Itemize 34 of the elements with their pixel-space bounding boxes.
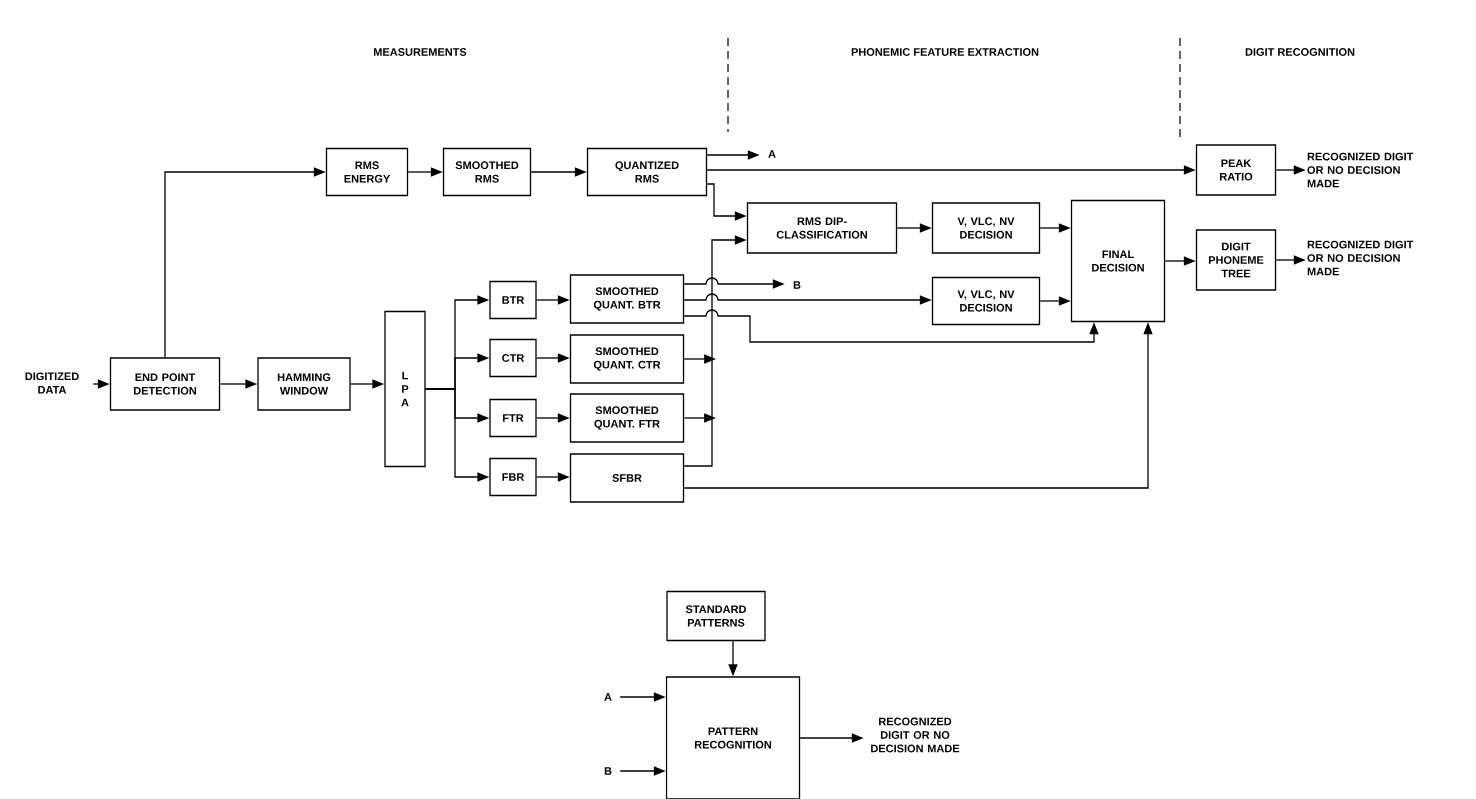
process-box: STANDARD PATTERNS <box>666 590 766 642</box>
process-box: HAMMING WINDOW <box>257 357 351 411</box>
connector-label: A <box>768 150 776 158</box>
output-text: RECOGNIZED DIGIT OR NO DECISION MADE <box>1307 152 1414 188</box>
process-box: L P A <box>384 310 426 468</box>
process-box: FTR <box>489 398 537 438</box>
process-box: SMOOTHED QUANT. CTR <box>569 334 685 384</box>
section-heading: PHONEMIC FEATURE EXTRACTION <box>851 48 1039 56</box>
process-box: PATTERN RECOGNITION <box>665 676 801 799</box>
process-box: SMOOTHED RMS <box>442 147 532 197</box>
connector-label: A <box>604 693 612 701</box>
process-box: V, VLC, NV DECISION <box>931 276 1041 326</box>
output-text: RECOGNIZED DIGIT OR NO DECISION MADE <box>871 717 960 753</box>
process-box: END POINT DETECTION <box>109 357 221 411</box>
connector-label: B <box>793 281 801 289</box>
process-box: V, VLC, NV DECISION <box>931 202 1041 254</box>
section-heading: MEASUREMENTS <box>374 48 467 56</box>
section-heading: DIGIT RECOGNITION <box>1245 48 1355 56</box>
output-text: RECOGNIZED DIGIT OR NO DECISION MADE <box>1307 240 1414 276</box>
process-box: FINAL DECISION <box>1070 199 1166 323</box>
process-box: FBR <box>489 457 537 497</box>
process-box: QUANTIZED RMS <box>586 147 708 197</box>
process-box: PEAK RATIO <box>1195 144 1277 196</box>
connector-label: B <box>604 767 612 775</box>
process-box: SMOOTHED QUANT. FTR <box>569 393 685 443</box>
process-box: RMS DIP-CLASSIFICATION <box>746 202 898 254</box>
process-box: SMOOTHED QUANT. BTR <box>569 274 685 324</box>
process-box: DIGIT PHONEME TREE <box>1195 229 1277 291</box>
process-box: SFBR <box>569 453 685 503</box>
process-box: CTR <box>489 338 537 378</box>
process-box: BTR <box>489 280 537 320</box>
input-label: DIGITIZED DATA <box>25 372 79 394</box>
process-box: RMS ENERGY <box>325 147 409 197</box>
arrow <box>683 309 1099 343</box>
